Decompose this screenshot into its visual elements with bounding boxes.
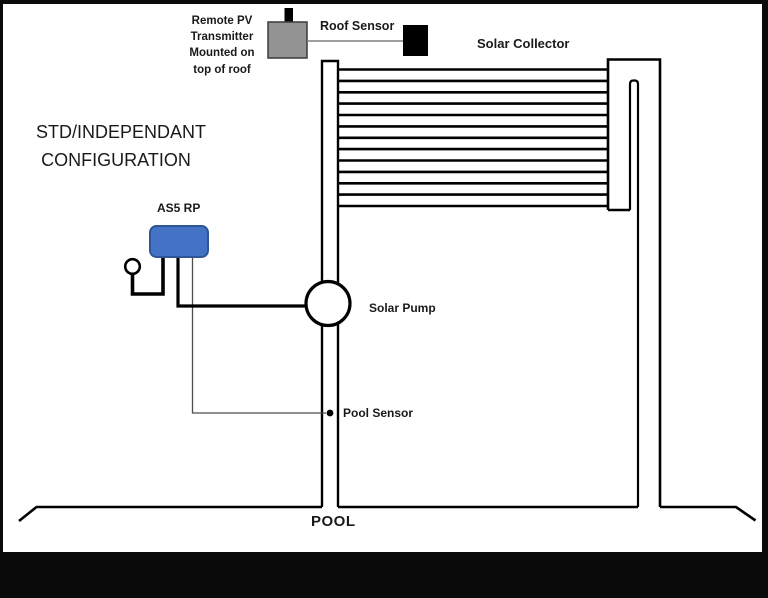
remote-pv-line-4: top of roof	[193, 63, 251, 76]
pool-sensor-label: Pool Sensor	[343, 406, 414, 420]
remote-pv-line-1: Remote PV	[191, 15, 253, 27]
switch-circle	[123, 257, 142, 276]
solar-collector-label: Solar Collector	[477, 36, 570, 51]
as5-controller-label: AS5 RP	[157, 201, 201, 215]
configuration-title: STD/INDEPENDANT CONFIGURATION	[36, 118, 207, 174]
solar-pump-symbol	[304, 279, 352, 328]
solar-collector-tubes	[338, 68, 608, 208]
pool-surface-line	[18, 505, 757, 523]
remote-pv-transmitter-label: Remote PV Transmitter Mounted on top of …	[174, 13, 270, 78]
pool-sensor-wire	[191, 257, 326, 414]
collector-manifold-inner	[628, 79, 640, 507]
antenna-icon	[284, 8, 293, 23]
configuration-title-line-2: CONFIGURATION	[41, 150, 191, 170]
pv-transmitter-box	[267, 21, 308, 59]
solar-pump-label: Solar Pump	[369, 301, 436, 315]
remote-pv-line-2: Transmitter	[190, 31, 254, 44]
configuration-title-line-1: STD/INDEPENDANT	[36, 122, 207, 142]
as5-controller-box	[149, 225, 209, 258]
roof-sensor-box	[403, 25, 428, 56]
remote-pv-line-3: Mounted on	[189, 47, 255, 60]
pump-power-wire	[176, 257, 307, 308]
switch-wire	[130, 257, 165, 296]
pool-label: POOL	[311, 513, 356, 530]
pool-sensor-dot	[326, 409, 334, 417]
collector-manifold-outline	[606, 58, 662, 507]
roof-sensor-label: Roof Sensor	[320, 19, 395, 33]
diagram-background	[3, 4, 762, 552]
